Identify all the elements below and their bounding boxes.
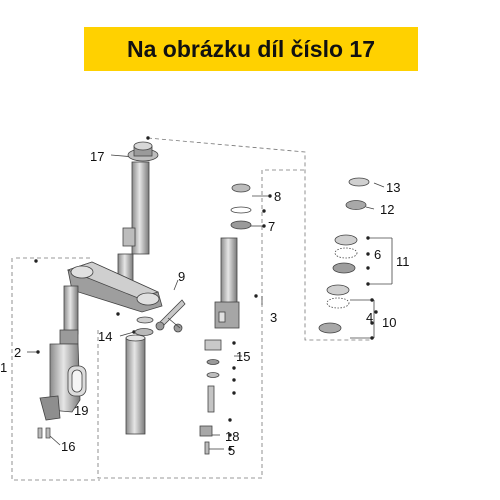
steering-stem-part bbox=[117, 141, 159, 285]
small-bolts-part bbox=[37, 427, 51, 439]
callout-11: 11 bbox=[396, 254, 410, 269]
clamp-bolt-part bbox=[155, 299, 186, 333]
callout-9: 9 bbox=[178, 269, 185, 284]
callout-2: 2 bbox=[14, 345, 21, 360]
callout-19: 19 bbox=[74, 403, 88, 418]
callout-5: 5 bbox=[228, 443, 235, 458]
slider-tube-part bbox=[125, 316, 154, 435]
callout-8: 8 bbox=[274, 189, 281, 204]
callout-1: 1 bbox=[0, 360, 7, 375]
outline-steering bbox=[147, 137, 370, 341]
callout-10: 10 bbox=[382, 315, 396, 330]
group-outlines bbox=[11, 137, 370, 481]
left-fork-leg-part bbox=[39, 285, 81, 421]
callout-3: 3 bbox=[270, 310, 277, 325]
callout-17: 17 bbox=[90, 149, 104, 164]
callout-12: 12 bbox=[380, 202, 394, 217]
callout-16: 16 bbox=[61, 439, 75, 454]
callout-18: 18 bbox=[225, 429, 239, 444]
callout-6: 6 bbox=[374, 247, 381, 262]
callout-13: 13 bbox=[386, 180, 400, 195]
callout-4: 4 bbox=[366, 310, 373, 325]
title-banner: Na obrázku díl číslo 17 bbox=[84, 27, 418, 71]
fork-crown-part bbox=[66, 261, 163, 313]
outline-right-leg bbox=[97, 169, 305, 479]
callout-7: 7 bbox=[268, 219, 275, 234]
leader-lines bbox=[27, 154, 393, 450]
fork-cover-part bbox=[67, 365, 87, 397]
leader-dots bbox=[34, 136, 378, 451]
callout-15: 15 bbox=[236, 349, 250, 364]
right-fork-leg-part bbox=[199, 183, 252, 455]
callout-labels: 17 8 7 9 3 14 2 1 15 19 16 18 5 13 12 6 … bbox=[0, 149, 410, 458]
bearing-stack-part bbox=[318, 177, 370, 334]
outline-left-leg bbox=[11, 258, 100, 481]
callout-14: 14 bbox=[98, 329, 112, 344]
page-title: Na obrázku díl číslo 17 bbox=[127, 35, 375, 62]
